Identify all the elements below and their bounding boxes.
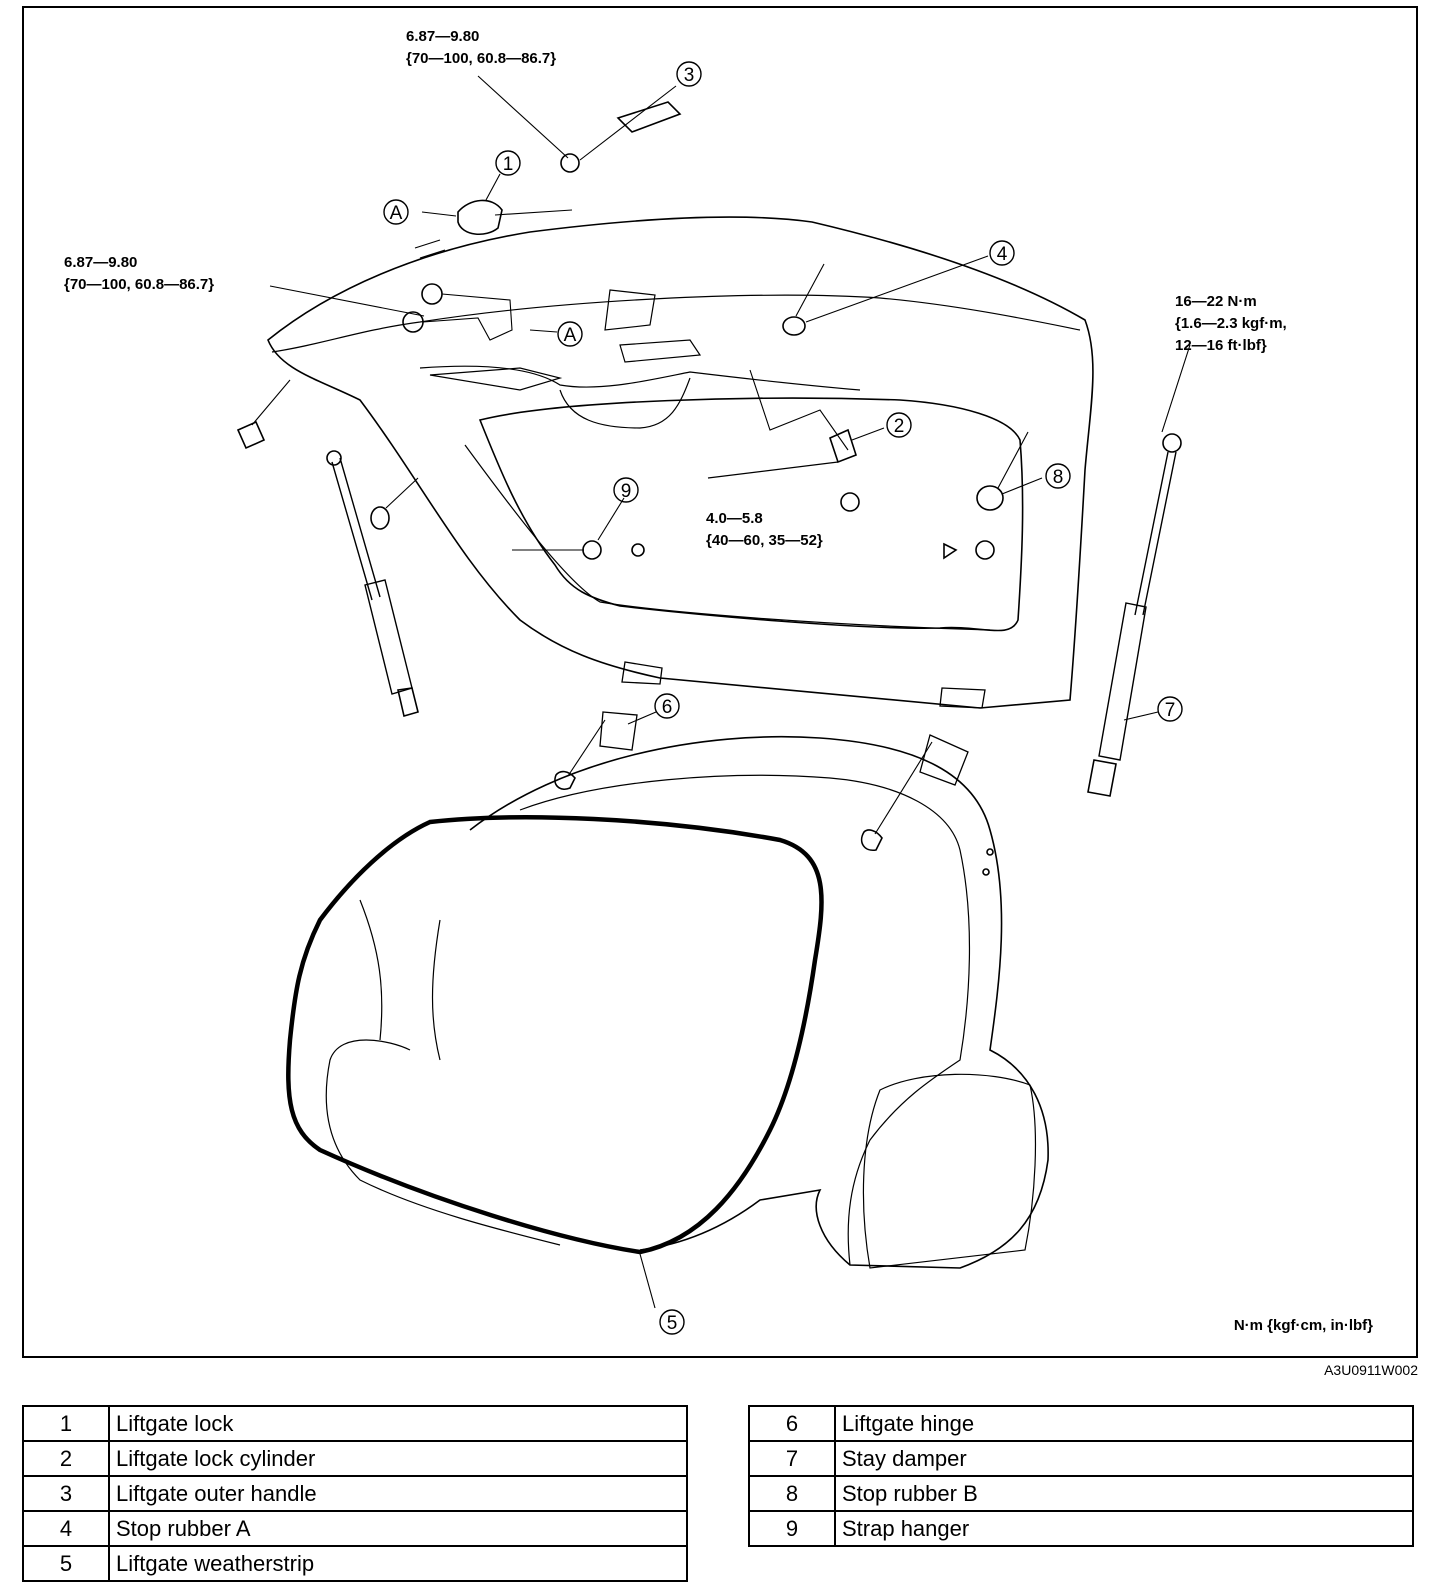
callout-2: 2 [886, 412, 912, 438]
part-name: Liftgate hinge [834, 1405, 1414, 1442]
callout-7: 7 [1157, 696, 1183, 722]
callout-6: 6 [654, 693, 680, 719]
callout-9: 9 [613, 477, 639, 503]
torque-handle-line1: 6.87—9.80 [406, 28, 479, 45]
part-number: 4 [22, 1510, 110, 1547]
diagram-frame [22, 6, 1418, 1358]
callout-8: 8 [1045, 463, 1071, 489]
exploded-view-diagram: 1 2 3 4 5 6 7 8 9 A A 6.87—9.80 {70—100,… [64, 28, 1373, 1335]
svg-text:6: 6 [662, 697, 673, 718]
part-name: Stop rubber B [834, 1475, 1414, 1512]
part-name: Liftgate weatherstrip [108, 1545, 688, 1582]
part-number: 3 [22, 1475, 110, 1512]
part-name: Liftgate lock cylinder [108, 1440, 688, 1477]
torque-cylinder-line2: {40—60, 35—52} [706, 532, 823, 549]
image-code: A3U0911W002 [1324, 1362, 1418, 1378]
liftgate-panel [267, 216, 1094, 709]
svg-text:A: A [390, 203, 403, 224]
torque-lock-line1: 6.87—9.80 [64, 254, 137, 271]
stay-damper-right [1087, 433, 1182, 797]
callout-1: 1 [495, 150, 521, 176]
part-number: 5 [22, 1545, 110, 1582]
svg-text:9: 9 [621, 481, 632, 502]
unit-note: N·m {kgf·cm, in·lbf} [1234, 1317, 1373, 1334]
torque-damper-line3: 12—16 ft·lbf} [1175, 337, 1267, 354]
svg-text:8: 8 [1053, 467, 1064, 488]
part-name: Strap hanger [834, 1510, 1414, 1547]
part-name: Liftgate outer handle [108, 1475, 688, 1512]
torque-labels: 6.87—9.80 {70—100, 60.8—86.7} 6.87—9.80 … [64, 28, 1373, 1334]
torque-damper-line2: {1.6—2.3 kgf·m, [1175, 315, 1287, 332]
stay-damper-left [326, 450, 419, 718]
ref-a-lower: A [557, 321, 583, 347]
part-number: 8 [748, 1475, 836, 1512]
torque-handle-line2: {70—100, 60.8—86.7} [406, 50, 556, 67]
torque-damper-line1: 16—22 N·m [1175, 293, 1257, 310]
svg-text:5: 5 [667, 1313, 678, 1334]
part-name: Stay damper [834, 1440, 1414, 1477]
liftgate-components [236, 101, 1029, 876]
ref-a-upper: A [383, 199, 409, 225]
callout-3: 3 [676, 61, 702, 87]
svg-text:3: 3 [684, 65, 695, 86]
body-opening [325, 735, 1049, 1269]
part-number: 7 [748, 1440, 836, 1477]
part-number: 1 [22, 1405, 110, 1442]
svg-text:4: 4 [997, 244, 1008, 265]
part-number: 6 [748, 1405, 836, 1442]
part-name: Liftgate lock [108, 1405, 688, 1442]
svg-text:7: 7 [1165, 700, 1176, 721]
liftgate-hinges [554, 661, 986, 852]
part-name: Stop rubber A [108, 1510, 688, 1547]
torque-lock-line2: {70—100, 60.8—86.7} [64, 276, 214, 293]
liftgate-weatherstrip [286, 815, 824, 1255]
svg-text:1: 1 [503, 154, 514, 175]
svg-text:2: 2 [894, 416, 905, 437]
part-number: 9 [748, 1510, 836, 1547]
callout-4: 4 [989, 240, 1015, 266]
svg-text:A: A [564, 325, 577, 346]
leader-lines [269, 75, 1191, 1309]
part-number: 2 [22, 1440, 110, 1477]
torque-cylinder-line1: 4.0—5.8 [706, 510, 763, 527]
callouts: 1 2 3 4 5 6 7 8 9 A A [383, 61, 1183, 1335]
callout-5: 5 [659, 1309, 685, 1335]
